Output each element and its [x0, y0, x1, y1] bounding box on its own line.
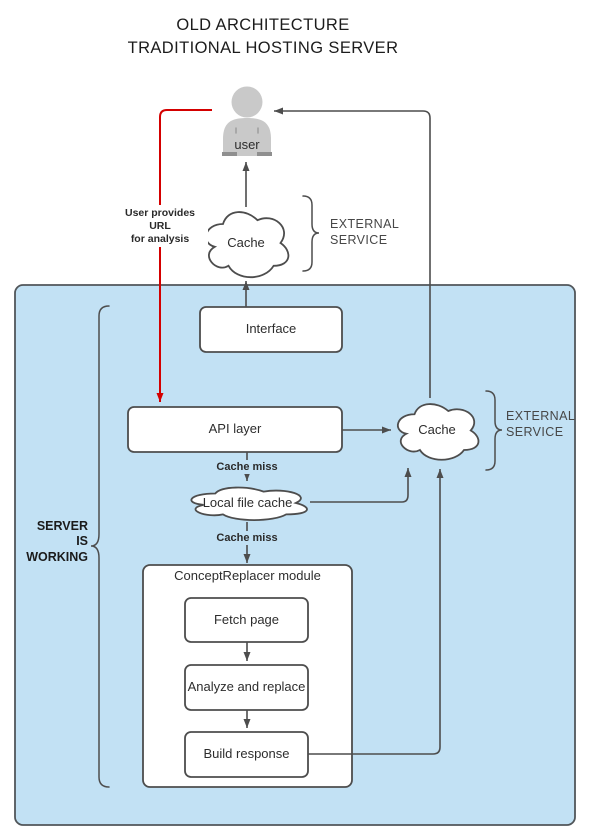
page-title: OLD ARCHITECTURE TRADITIONAL HOSTING SER…	[63, 13, 463, 61]
cache-miss-label-api: Cache miss	[204, 460, 290, 474]
user-provides-annotation: User provides URL for analysis	[112, 205, 208, 247]
interface-label: Interface	[245, 321, 297, 337]
build-response-label: Build response	[203, 746, 290, 762]
external-service-line: SERVICE	[506, 425, 564, 439]
user-icon	[222, 86, 272, 156]
annotation-line: IS	[76, 534, 88, 549]
arrow-build-response-to-cache-right	[308, 469, 444, 755]
api-layer-label: API layer	[208, 421, 262, 437]
local-file-cache-label: Local file cache	[202, 494, 293, 510]
annotation-line: WORKING	[26, 549, 88, 564]
title-line-1: OLD ARCHITECTURE	[176, 16, 350, 34]
arrow-cache-right-to-user	[274, 107, 431, 398]
arrow-local-cache-to-cache-right	[310, 468, 412, 503]
external-service-right-brace	[485, 390, 503, 471]
interface-box	[199, 306, 343, 353]
annotation-line: for analysis	[130, 232, 190, 245]
annotation-line: URL	[149, 219, 171, 232]
cache-cloud-right-label: Cache	[418, 422, 456, 438]
analyze-replace-label: Analyze and replace	[187, 679, 306, 695]
server-working-brace	[90, 305, 110, 788]
server-working-annotation: SERVER IS WORKING	[10, 518, 88, 566]
cache-cloud-top-label: Cache	[227, 234, 265, 250]
external-service-line: SERVICE	[330, 233, 388, 247]
external-service-right-label: EXTERNAL SERVICE	[506, 408, 600, 448]
fetch-page-label: Fetch page	[213, 611, 280, 627]
cache-cloud-top	[205, 211, 290, 279]
external-service-line: EXTERNAL	[330, 217, 400, 231]
annotation-line: SERVER	[36, 518, 88, 533]
concept-replacer-module-title: ConceptReplacer module	[174, 568, 321, 583]
user-label: user	[234, 136, 260, 152]
local-file-cache-cloud	[190, 486, 308, 521]
external-service-top-brace	[302, 195, 320, 272]
external-service-top-label: EXTERNAL SERVICE	[330, 216, 440, 256]
cache-miss-label-local: Cache miss	[204, 531, 290, 545]
cache-cloud-right	[396, 403, 480, 461]
annotation-line: User provides	[124, 206, 196, 219]
title-line-2: TRADITIONAL HOSTING SERVER	[127, 39, 399, 57]
arrow-user-to-api-red	[156, 109, 212, 402]
external-service-line: EXTERNAL	[506, 409, 576, 423]
